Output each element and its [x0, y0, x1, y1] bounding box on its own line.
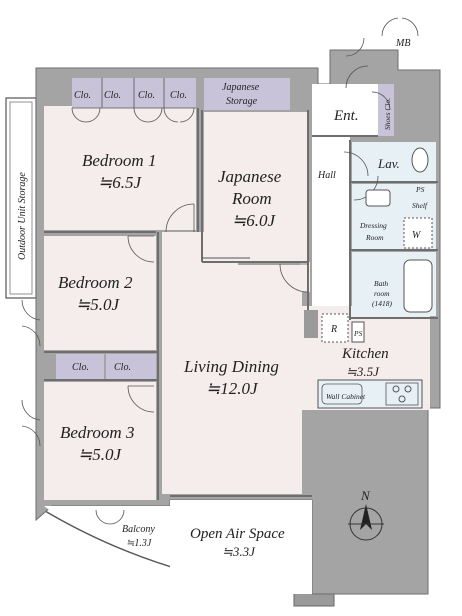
living-dining-name: Living Dining: [183, 357, 279, 376]
closet-label-1: Clo.: [74, 90, 91, 101]
closet-label-2: Clo.: [104, 90, 121, 101]
bedroom2-name: Bedroom 2: [58, 273, 133, 292]
bedroom3-name: Bedroom 3: [60, 423, 134, 442]
bath-size-label: (1418): [372, 299, 392, 308]
washer-box: [403, 217, 433, 249]
hall-label: Hall: [317, 170, 336, 181]
lav-label: Lav.: [377, 156, 400, 171]
bath-label-2: room: [374, 289, 390, 298]
closet-label-3: Clo.: [138, 90, 155, 101]
sink-icon: [365, 189, 391, 207]
japanese-storage-label-1: Japanese: [222, 82, 260, 93]
bathtub-icon: [403, 259, 433, 313]
entrance-label: Ent.: [333, 108, 359, 124]
door-swings: [21, 17, 419, 525]
toilet-icon: [411, 147, 429, 173]
sliding-door-japanese: [202, 257, 300, 265]
closet-label-4: Clo.: [170, 90, 187, 101]
japanese-room-size: ≒6.0J: [232, 211, 277, 230]
closet-label-6: Clo.: [114, 362, 131, 373]
mb-label: MB: [395, 38, 410, 49]
closet-doors-top: [71, 78, 196, 123]
japanese-storage-label-2: Storage: [226, 96, 258, 107]
shelf-label: Shelf: [412, 201, 428, 210]
ps-label: PS: [415, 185, 425, 194]
kitchen-counter: Wall Cabinet: [317, 379, 423, 409]
open-air-size: ≒3.3J: [222, 544, 256, 559]
bedroom1-name: Bedroom 1: [82, 151, 156, 170]
ps-vertical-label: PS: [353, 329, 363, 338]
closet-label-5: Clo.: [72, 362, 89, 373]
japanese-room-name-1: Japanese: [218, 167, 282, 186]
bedroom3-size: ≒5.0J: [78, 445, 123, 464]
bedroom2-size: ≒5.0J: [76, 295, 121, 314]
refrigerator-label: R: [330, 324, 337, 335]
kitchen-tag: Wall Cabinet: [326, 392, 366, 401]
outdoor-unit-storage: Outdoor Unit Storage: [5, 97, 37, 299]
bedroom1-size: ≒6.5J: [98, 173, 143, 192]
dressing-room-label-1: Dressing: [359, 221, 387, 230]
dressing-room-label-2: Room: [365, 233, 384, 242]
north-label: N: [360, 488, 371, 503]
balcony-name: Balcony: [122, 524, 155, 535]
north-arrow: [348, 504, 384, 541]
fridge-area: R PS: [304, 310, 365, 343]
kitchen-name: Kitchen: [341, 346, 389, 362]
balcony-size: ≒1.3J: [126, 538, 152, 549]
washer-label: W: [412, 230, 422, 241]
open-air-name: Open Air Space: [190, 526, 285, 542]
outdoor-unit-storage-label: Outdoor Unit Storage: [17, 172, 28, 260]
interior-walls: [44, 108, 438, 500]
kitchen-size: ≒3.5J: [346, 364, 380, 379]
shoes-closet-label: Shoes Clo.: [383, 98, 392, 130]
japanese-room-name-2: Room: [231, 189, 272, 208]
bath-label-1: Bath: [374, 279, 388, 288]
living-dining-size: ≒12.0J: [206, 379, 259, 398]
